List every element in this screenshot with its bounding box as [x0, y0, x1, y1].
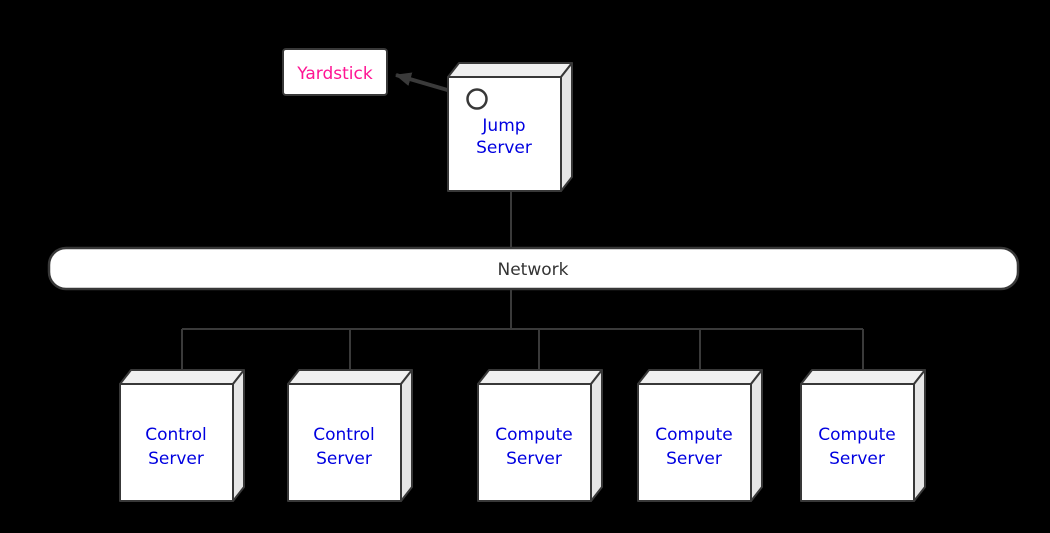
control-server-1-box-top — [119, 369, 245, 385]
compute-server-2-label-line2: Server — [666, 449, 722, 469]
compute-server-1-box-side — [590, 369, 603, 502]
node-control-server-2: Control Server — [287, 369, 413, 502]
compute-server-3-label-line1: Compute — [818, 425, 896, 445]
jump-server-port-icon — [466, 88, 488, 110]
node-compute-server-1: Compute Server — [477, 369, 603, 502]
compute-server-1-label-line2: Server — [506, 449, 562, 469]
yardstick-note-box — [282, 48, 388, 96]
compute-server-3-label-line2: Server — [829, 449, 885, 469]
jump-server-box-top — [447, 62, 573, 78]
node-compute-server-3: Compute Server — [800, 369, 926, 502]
control-server-1-label-line1: Control — [145, 425, 206, 445]
control-server-2-box-front — [287, 383, 402, 502]
control-server-2-label-line2: Server — [316, 449, 372, 469]
control-server-2-box-top — [287, 369, 413, 385]
jump-server-label-line1: Jump — [481, 116, 525, 136]
network-bar — [47, 246, 1020, 291]
network-node: Network — [47, 246, 1020, 291]
compute-server-1-box-front — [477, 383, 592, 502]
jump-server-box-side — [560, 62, 573, 192]
network-label: Network — [498, 260, 569, 280]
node-jump-server: Jump Server — [447, 62, 573, 192]
compute-server-1-label-line1: Compute — [495, 425, 573, 445]
control-server-2-label-line1: Control — [313, 425, 374, 445]
compute-server-2-box-top — [637, 369, 763, 385]
yardstick-note: Yardstick — [282, 48, 388, 96]
compute-server-2-box-front — [637, 383, 752, 502]
compute-server-2-box-side — [750, 369, 763, 502]
compute-server-3-box-top — [800, 369, 926, 385]
control-server-1-label-line2: Server — [148, 449, 204, 469]
compute-server-1-box-top — [477, 369, 603, 385]
control-server-2-box-side — [400, 369, 413, 502]
compute-server-2-label-line1: Compute — [655, 425, 733, 445]
jump-server-label-line2: Server — [476, 138, 532, 158]
compute-server-3-box-front — [800, 383, 915, 502]
control-server-1-box-front — [119, 383, 234, 502]
control-server-1-box-side — [232, 369, 245, 502]
yardstick-note-label: Yardstick — [296, 64, 373, 84]
node-control-server-1: Control Server — [119, 369, 245, 502]
compute-server-3-box-side — [913, 369, 926, 502]
node-compute-server-2: Compute Server — [637, 369, 763, 502]
